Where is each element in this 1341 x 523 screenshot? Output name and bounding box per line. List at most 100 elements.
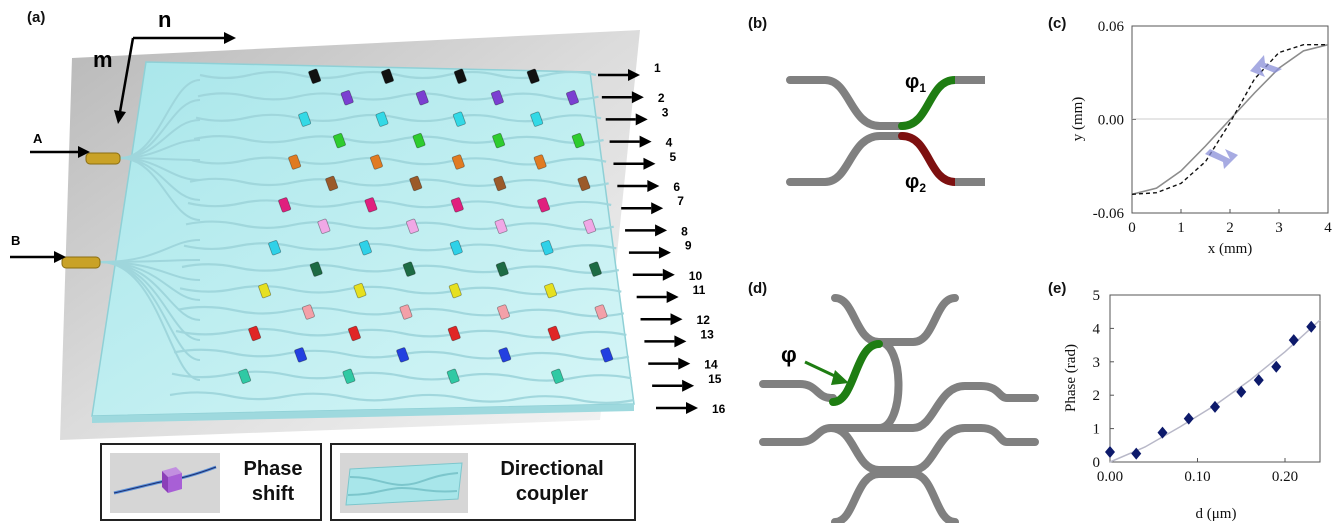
panel-label-e: (e) [1048, 280, 1067, 297]
output-label-8: 8 [681, 224, 688, 238]
y-axis-label-c: y (mm) [1070, 97, 1086, 142]
phase-shifter [551, 368, 564, 384]
x-tick-label-e: 0.00 [1097, 469, 1123, 485]
phase-shifter [370, 154, 383, 170]
output-arrowhead [628, 69, 640, 81]
phi2-segment [898, 132, 959, 186]
phase-shifter [526, 68, 540, 84]
x-tick-label-c: 1 [1177, 220, 1185, 236]
phase-shifter [375, 111, 389, 127]
output-arrowhead [643, 157, 656, 170]
legend-phase-shift-line2: shift [251, 483, 295, 505]
guide-d-1 [831, 294, 959, 346]
phase-shifter [415, 90, 429, 106]
output-label-12: 12 [697, 313, 711, 327]
data-point-e [1183, 412, 1194, 425]
output-arrowhead [682, 379, 695, 392]
phase-shifter [453, 68, 467, 84]
x-tick-label-c: 4 [1324, 220, 1332, 236]
phase-shifter [340, 90, 354, 106]
output-arrowhead [647, 180, 660, 192]
phi-segment [829, 340, 883, 406]
phase-shifter [301, 304, 315, 320]
output-label-6: 6 [673, 180, 680, 194]
coupler-diagram-b: φ1 φ2 [786, 71, 985, 195]
phase-shifter [594, 304, 608, 320]
deformation-arrows-c [1205, 55, 1282, 169]
output-arrowhead [674, 335, 687, 348]
phase-shifter [450, 197, 464, 213]
fanout-line [99, 261, 201, 381]
input-fiber-a [85, 152, 121, 165]
y-tick-label-e: 3 [1093, 355, 1101, 371]
phase-shifter [359, 240, 372, 256]
panel-label-d: (d) [748, 280, 768, 297]
data-point-e [1210, 400, 1220, 413]
output-label-16: 16 [712, 402, 726, 416]
phase-shifter [498, 347, 512, 363]
phase-shifter [294, 347, 308, 363]
phase-shifter [588, 261, 602, 277]
fit-curve-e [1109, 319, 1321, 463]
output-label-4: 4 [666, 136, 673, 150]
input-fanout [99, 79, 201, 381]
phase-shifter [447, 325, 461, 342]
input-fiber-b [61, 256, 101, 269]
waveguide-row [181, 263, 620, 275]
phi1-segment [898, 76, 959, 130]
output-arrowhead [662, 268, 675, 281]
phase-shifter [258, 282, 272, 299]
fanout-line [119, 157, 201, 221]
output-arrowhead [658, 246, 671, 259]
phase-shift-thumbnail [110, 453, 220, 513]
output-label-15: 15 [708, 372, 722, 386]
waveguide-row [197, 92, 599, 101]
phase-shifter [583, 218, 597, 234]
phase-shifter [571, 132, 585, 149]
phase-shifter [278, 197, 292, 213]
output-arrowhead [670, 313, 683, 326]
phase-shifter [492, 132, 506, 149]
x-tick-label-c: 2 [1226, 220, 1234, 236]
output-arrowhead [631, 91, 644, 104]
phase-shifter [288, 154, 302, 170]
chip-edge [92, 404, 634, 423]
legend-phase-shift: Phase shift [100, 443, 322, 521]
phase-shifter [446, 368, 460, 384]
input-label-a: A [33, 131, 43, 146]
y-tick-label-e: 4 [1093, 321, 1101, 337]
phase-shifter [353, 282, 367, 299]
output-label-3: 3 [662, 105, 669, 119]
plot-frame-c [1131, 25, 1329, 214]
output-label-10: 10 [689, 269, 703, 283]
guide-top [786, 76, 906, 130]
output-arrowhead [651, 202, 664, 215]
y-tick-label-c: -0.06 [1093, 206, 1125, 222]
data-point-e [1157, 426, 1168, 439]
phase-shifter [342, 368, 356, 384]
phase-shifter [406, 218, 419, 234]
waveguide-row [185, 220, 614, 231]
x-tick-label-c: 3 [1275, 220, 1283, 236]
panel-label-c: (c) [1048, 15, 1067, 32]
x-axis-label-e: d (μm) [1196, 506, 1237, 522]
phase-shifter [448, 282, 462, 299]
phase-shifter [537, 197, 551, 213]
output-arrowhead [678, 357, 691, 370]
phase-shifter [308, 68, 322, 84]
y-tick-label-e: 0 [1093, 455, 1101, 471]
series-solid-c [1131, 43, 1329, 196]
phi-label: φ [781, 342, 797, 367]
phase-shifter [298, 111, 312, 127]
panel-label-a: (a) [27, 9, 46, 26]
guide-d-7 [831, 470, 959, 523]
phase-shifter-array [238, 68, 614, 384]
output-label-5: 5 [669, 150, 676, 164]
output-label-7: 7 [677, 194, 684, 208]
y-tick-label-c: 0.00 [1098, 113, 1124, 129]
guide-d-5 [875, 382, 1039, 432]
output-label-13: 13 [700, 327, 714, 341]
phase-shifter [381, 68, 394, 84]
axis-m-label: m [93, 47, 113, 72]
